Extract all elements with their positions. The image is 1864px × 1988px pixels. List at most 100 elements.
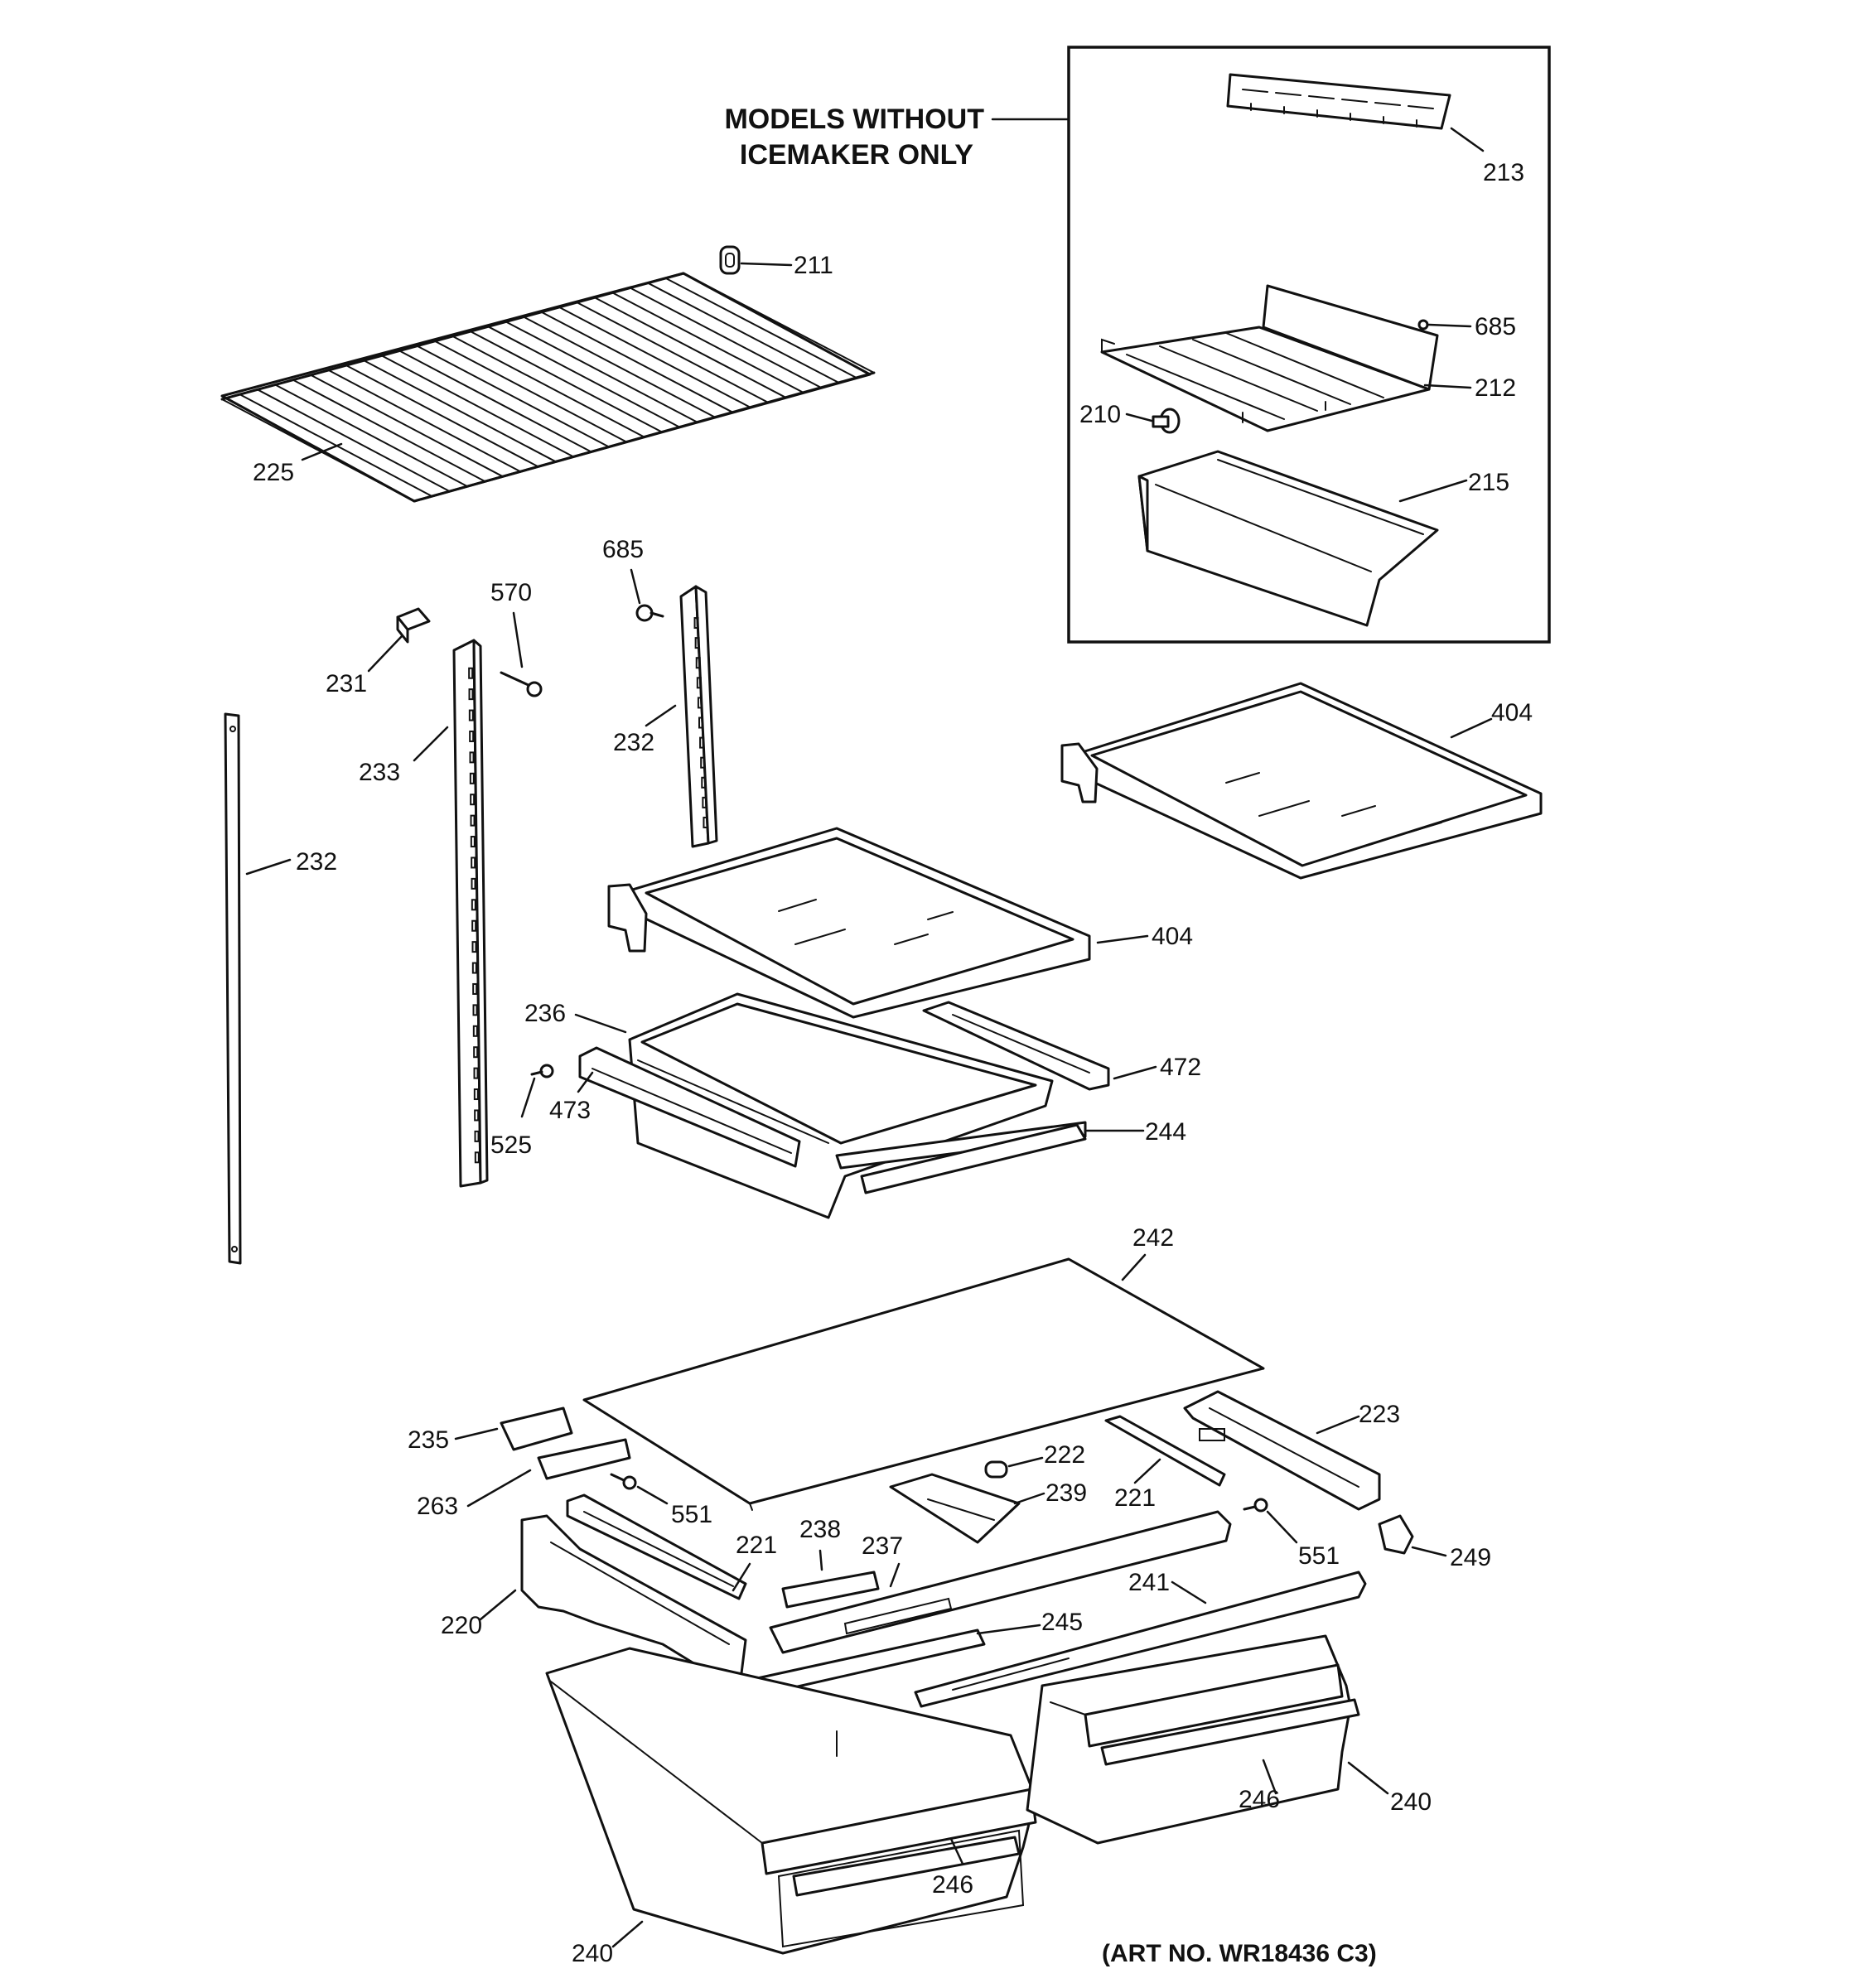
crisper-cover-glass-242 — [582, 1257, 1265, 1511]
rail-slot — [699, 736, 705, 749]
callout-245: 245 — [1041, 1609, 1083, 1636]
shelf-wire-rod — [647, 282, 839, 384]
rail-slot — [468, 688, 474, 701]
callout-244: 244 — [1145, 1118, 1186, 1146]
rail-slot — [470, 794, 476, 806]
shelf-wire-rod — [630, 287, 822, 388]
callout-233: 233 — [359, 759, 400, 786]
rail-slot — [698, 717, 703, 729]
rail-slot — [696, 677, 702, 689]
rail-473 — [578, 1046, 801, 1168]
cover-support-235 — [500, 1407, 573, 1451]
rail-slot — [703, 816, 708, 828]
callout-232-left: 232 — [296, 848, 337, 876]
inset-heading-line-2: ICEMAKER ONLY — [740, 139, 973, 171]
shelf-wire-rod — [221, 398, 415, 502]
screw-570 — [500, 671, 543, 697]
callout-240-right: 240 — [1390, 1788, 1432, 1816]
callout-211: 211 — [794, 252, 833, 279]
callout-685: 685 — [602, 536, 644, 563]
rail-slot — [471, 962, 477, 974]
rail-slot — [472, 982, 478, 995]
shelf-pin-210 — [1152, 408, 1181, 434]
callout-223: 223 — [1359, 1401, 1400, 1428]
icemaker-inset-frame — [1067, 46, 1551, 644]
rail-slot — [470, 814, 476, 827]
glass-shelf-404-middle — [607, 827, 1091, 1019]
rail-slot — [473, 1088, 479, 1101]
rail-slot — [474, 1109, 480, 1122]
rail-472 — [922, 1001, 1110, 1091]
rail-slot — [469, 730, 475, 742]
callout-404-right: 404 — [1491, 699, 1533, 726]
cover-support-221-left — [566, 1493, 747, 1600]
stop-211 — [719, 245, 741, 275]
callout-237: 237 — [862, 1532, 903, 1560]
shelf-wire-rod — [434, 340, 627, 443]
shelf-wire-rod — [683, 273, 875, 374]
shelf-wire-rod — [470, 331, 663, 433]
callout-212: 212 — [1475, 374, 1516, 402]
shelf-wire-rod — [345, 364, 538, 468]
screw-685 — [635, 604, 664, 622]
rail-slot — [474, 1130, 480, 1142]
callout-210: 210 — [1079, 401, 1121, 428]
ice-bucket-215 — [1137, 450, 1439, 627]
rail-slot — [471, 877, 476, 890]
callout-473: 473 — [549, 1097, 591, 1124]
rail-slot — [471, 856, 476, 869]
shelf-wire-rod — [363, 359, 557, 463]
shelf-wire-rod — [594, 297, 786, 398]
shelf-support-233 — [452, 639, 489, 1188]
rail-slot — [695, 657, 701, 669]
callout-222: 222 — [1044, 1441, 1085, 1469]
callout-570: 570 — [490, 579, 532, 606]
callout-241: 241 — [1128, 1569, 1170, 1596]
shelf-wire-rod — [274, 384, 468, 487]
shelf-wire-rod — [487, 326, 680, 428]
callout-242: 242 — [1132, 1224, 1174, 1252]
rail-slot — [469, 772, 475, 784]
rail-slot — [473, 1046, 479, 1059]
shelf-wire-rod — [665, 277, 857, 379]
label-238 — [781, 1571, 880, 1609]
shelf-support-232-center — [679, 585, 718, 848]
shelf-wire-rod — [310, 374, 504, 478]
bracket-249 — [1378, 1514, 1414, 1555]
shelf-wire-rod — [541, 311, 733, 413]
glass-shelf-404-right — [1060, 682, 1543, 880]
callout-232-center: 232 — [613, 729, 654, 756]
rail-slot — [701, 776, 707, 789]
shelf-wire-rod — [292, 379, 485, 483]
snack-pan-236 — [628, 992, 1087, 1219]
callout-472: 472 — [1160, 1054, 1201, 1081]
shelf-wire-rod — [523, 316, 716, 418]
callout-551-left: 551 — [671, 1501, 712, 1528]
wire-shelf-225 — [220, 272, 876, 503]
art-number: (ART NO. WR18436 C3) — [1102, 1940, 1377, 1967]
shelf-wire-rod — [417, 345, 610, 448]
rail-slot — [471, 899, 476, 911]
shelf-wire-rod — [576, 302, 769, 403]
callout-221-right: 221 — [1114, 1484, 1156, 1512]
cover-trim-244 — [860, 1123, 1087, 1194]
callout-238: 238 — [799, 1516, 841, 1543]
callout-225: 225 — [253, 459, 294, 486]
rail-slot — [471, 919, 477, 932]
screw-685-inset — [1417, 319, 1429, 331]
callout-236: 236 — [524, 1000, 566, 1027]
rail-slot — [694, 637, 700, 649]
shelf-wire-rod — [505, 321, 698, 423]
callout-240-left: 240 — [572, 1940, 613, 1967]
callout-246-right: 246 — [1239, 1786, 1280, 1813]
screw-551-left — [610, 1473, 637, 1490]
crisper-drawer-240-left — [545, 1647, 1037, 1955]
callout-246-left: 246 — [932, 1871, 973, 1899]
rail-slot — [468, 709, 474, 721]
callout-525: 525 — [490, 1132, 532, 1159]
inset-heading-line-1: MODELS WITHOUT — [724, 104, 984, 135]
callout-221-left: 221 — [736, 1532, 777, 1559]
cover-support-263 — [537, 1438, 631, 1480]
ice-bucket-support-212 — [1100, 284, 1439, 432]
shelf-support-232-left — [224, 712, 242, 1265]
